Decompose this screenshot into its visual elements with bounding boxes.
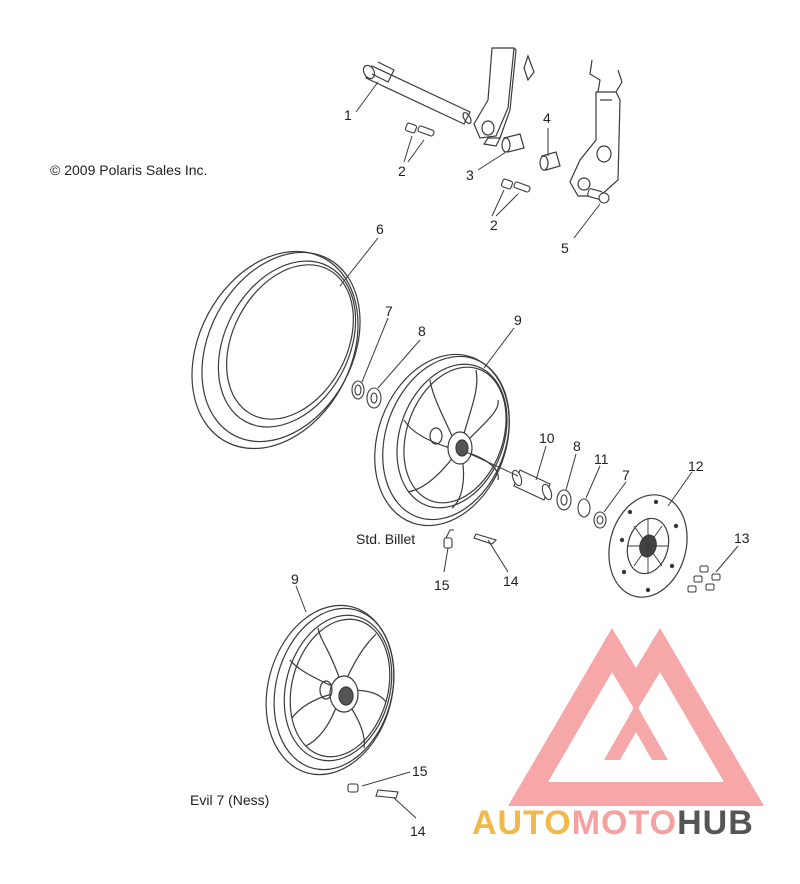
- bolt-5: [587, 188, 610, 204]
- callout-7b: 7: [622, 467, 630, 483]
- caption-evil-7: Evil 7 (Ness): [190, 792, 270, 808]
- left-fork-leg: [473, 47, 535, 147]
- logo-triangle: [508, 628, 764, 806]
- weight-14b: [375, 789, 399, 799]
- wheel-std-billet: [374, 353, 510, 527]
- callout-9b: 9: [291, 571, 299, 587]
- bearing-8b: [556, 489, 572, 511]
- callout-13: 13: [734, 530, 750, 546]
- callout-14b: 14: [410, 823, 426, 839]
- bearing-8a: [366, 387, 382, 409]
- callout-8b: 8: [573, 438, 581, 454]
- weight-14a: [473, 533, 498, 545]
- copyright-notice: © 2009 Polaris Sales Inc.: [50, 162, 208, 178]
- callout-15b: 15: [412, 763, 428, 779]
- callout-5: 5: [561, 240, 569, 256]
- callout-6: 6: [376, 221, 384, 237]
- watermark-auto: AUTO: [472, 804, 572, 842]
- front-axle: [362, 61, 472, 125]
- callout-14a: 14: [503, 573, 519, 589]
- callout-8a: 8: [418, 323, 426, 339]
- spacer-3: [501, 133, 525, 153]
- spacer-4: [539, 151, 561, 171]
- callout-4: 4: [543, 110, 551, 126]
- caption-std-billet: Std. Billet: [356, 531, 416, 547]
- watermark-hub: HUB: [677, 804, 754, 842]
- callout-1: 1: [344, 107, 352, 123]
- callout-2b: 2: [490, 217, 498, 233]
- watermark-moto: MOTO: [571, 804, 678, 842]
- valve-stem-15a: [443, 529, 454, 549]
- seal-7a: [351, 380, 365, 400]
- wheel-evil-7: [265, 604, 395, 776]
- logo-inner: [604, 704, 668, 760]
- watermark-text: AUTOMOTOHUB: [472, 806, 796, 846]
- brake-rotor: [608, 494, 688, 598]
- callout-3: 3: [466, 167, 474, 183]
- snap-ring-11: [577, 498, 591, 518]
- callout-15a: 15: [434, 577, 450, 593]
- valve-stem-15b: [347, 783, 359, 793]
- callout-12: 12: [688, 458, 704, 474]
- watermark-logo: [508, 628, 764, 806]
- callout-2a: 2: [398, 163, 406, 179]
- leader-lines: [295, 81, 739, 819]
- spacer-10: [511, 469, 553, 501]
- tire: [191, 250, 361, 450]
- callout-9a: 9: [514, 312, 522, 328]
- bolt-2a: [404, 122, 435, 137]
- callout-7a: 7: [385, 303, 393, 319]
- right-fork-leg: [569, 59, 623, 197]
- rotor-bolts-13: [687, 565, 721, 593]
- callout-10: 10: [539, 430, 555, 446]
- seal-7b: [593, 511, 607, 529]
- bolt-2b: [500, 178, 531, 193]
- hub-axis-line: [465, 451, 519, 477]
- callout-11: 11: [594, 451, 609, 467]
